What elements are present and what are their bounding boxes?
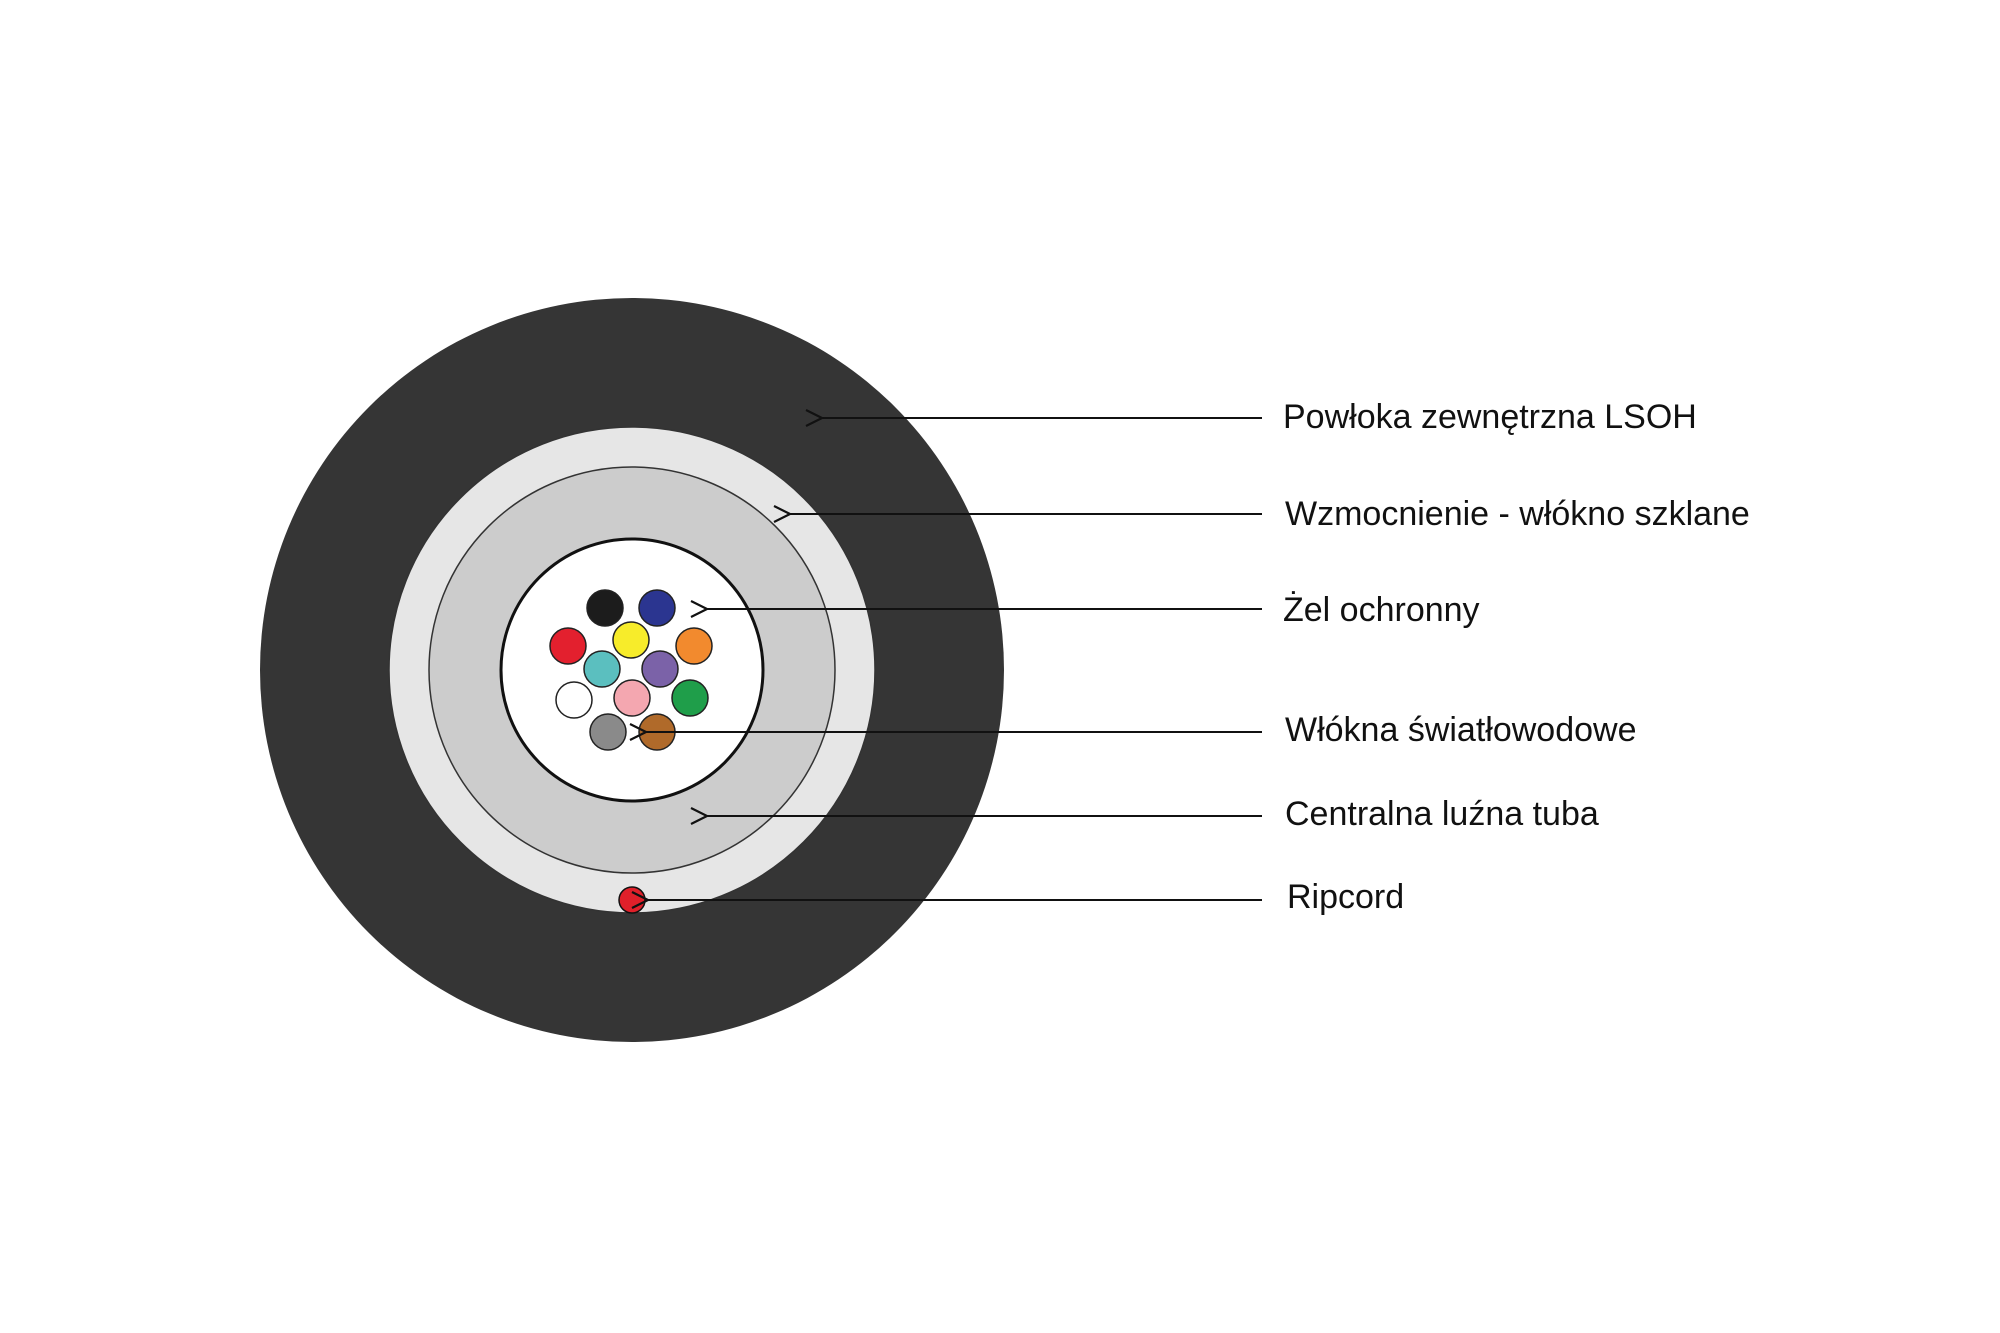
fiber-blue: [638, 589, 676, 627]
fiber-orange: [675, 627, 713, 665]
fiber-red: [549, 627, 587, 665]
fiber-black: [586, 589, 624, 627]
fiber-grey: [589, 713, 627, 751]
fiber-green: [671, 679, 709, 717]
callout-lines: [646, 418, 1262, 900]
ripcord: [618, 886, 646, 914]
label-ripcord: Ripcord: [1287, 878, 1405, 916]
fiber-violet: [641, 650, 679, 688]
label-strength-layer: Wzmocnienie - włókno szklane: [1285, 495, 1750, 533]
label-loose-tube: Centralna luźna tuba: [1285, 795, 1599, 833]
label-outer-jacket: Powłoka zewnętrzna LSOH: [1283, 398, 1697, 436]
fiber-yellow: [612, 621, 650, 659]
fiber-turquoise: [583, 650, 621, 688]
label-optical-fibers: Włókna światłowodowe: [1285, 711, 1637, 749]
fiber-pink: [613, 679, 651, 717]
label-protective-gel: Żel ochronny: [1283, 591, 1480, 629]
protective-gel: [499, 537, 765, 803]
fiber-white: [555, 681, 593, 719]
